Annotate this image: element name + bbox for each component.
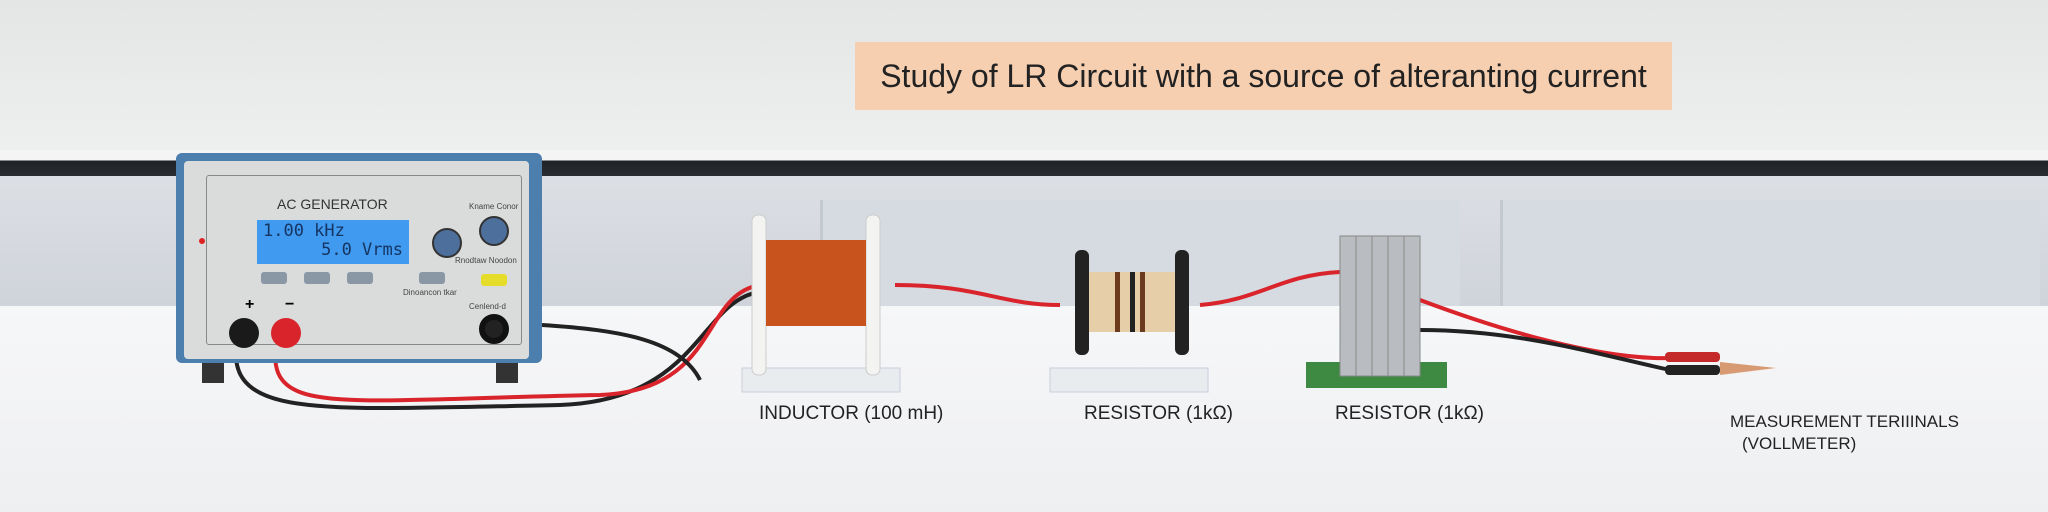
resistor-base — [1049, 367, 1209, 393]
heatsink — [1339, 235, 1421, 377]
output-label: Cenlend-d — [469, 302, 506, 311]
mode-button-label: Dinoancon tkar — [403, 288, 457, 297]
yellow-button[interactable] — [481, 274, 507, 286]
power-led — [199, 238, 205, 244]
output-connector[interactable] — [479, 314, 509, 344]
black-wire — [1419, 328, 1671, 372]
resistor-band — [1140, 272, 1145, 332]
resistor-flange — [1075, 250, 1089, 355]
plus-label: + — [245, 296, 255, 313]
resistor-band — [1130, 272, 1135, 332]
inductor-label: INDUCTOR (100 mH) — [759, 403, 944, 424]
button-label: Rnodtaw Noodon — [455, 256, 517, 265]
red-wire — [1199, 270, 1341, 307]
heatsink-fins — [1355, 236, 1405, 376]
function-button[interactable] — [261, 272, 287, 284]
frequency-knob[interactable] — [479, 216, 509, 246]
resistor-band — [1115, 272, 1120, 332]
resistor2-label: RESISTOR (1kΩ) — [1335, 403, 1484, 424]
lcd-display: 1.00 kHz 5.0 Vrms — [257, 220, 409, 264]
red-probe — [1665, 352, 1720, 362]
minus-label: − — [285, 296, 295, 313]
inductor-flange — [865, 214, 881, 376]
red-wire — [894, 283, 1061, 307]
black-probe — [1665, 365, 1720, 375]
generator-panel: AC GENERATOR 1.00 kHz 5.0 Vrms Kname Con… — [199, 175, 522, 348]
resistor1-label: RESISTOR (1kΩ) — [1084, 403, 1233, 424]
generator-foot — [202, 363, 224, 383]
terminals-label: MEASUREMENT TERIIINALS — [1730, 412, 1959, 431]
cabinet-door — [1500, 200, 2040, 308]
red-wire — [273, 283, 761, 403]
function-button[interactable] — [304, 272, 330, 284]
resistor-flange — [1175, 250, 1189, 355]
black-terminal[interactable] — [229, 318, 259, 348]
generator-title: AC GENERATOR — [277, 196, 388, 212]
black-wire — [541, 323, 702, 381]
title-banner: Study of LR Circuit with a source of alt… — [855, 42, 1672, 110]
voltage-readout: 5.0 Vrms — [321, 240, 403, 260]
red-wire — [1419, 298, 1671, 361]
function-button[interactable] — [347, 272, 373, 284]
frequency-readout: 1.00 kHz — [263, 221, 345, 241]
probe-clip — [1720, 362, 1776, 375]
generator-face: AC GENERATOR 1.00 kHz 5.0 Vrms Kname Con… — [184, 161, 529, 359]
inductor-flange — [751, 214, 767, 376]
knob-label: Kname Conor — [469, 202, 519, 211]
amplitude-knob[interactable] — [432, 228, 462, 258]
generator-foot — [496, 363, 518, 383]
inductor-coil — [766, 240, 866, 326]
red-terminal[interactable] — [271, 318, 301, 348]
terminals-sublabel: (VOLLMETER) — [1742, 434, 1857, 453]
mode-button[interactable] — [419, 272, 445, 284]
ac-generator: AC GENERATOR 1.00 kHz 5.0 Vrms Kname Con… — [176, 153, 542, 363]
